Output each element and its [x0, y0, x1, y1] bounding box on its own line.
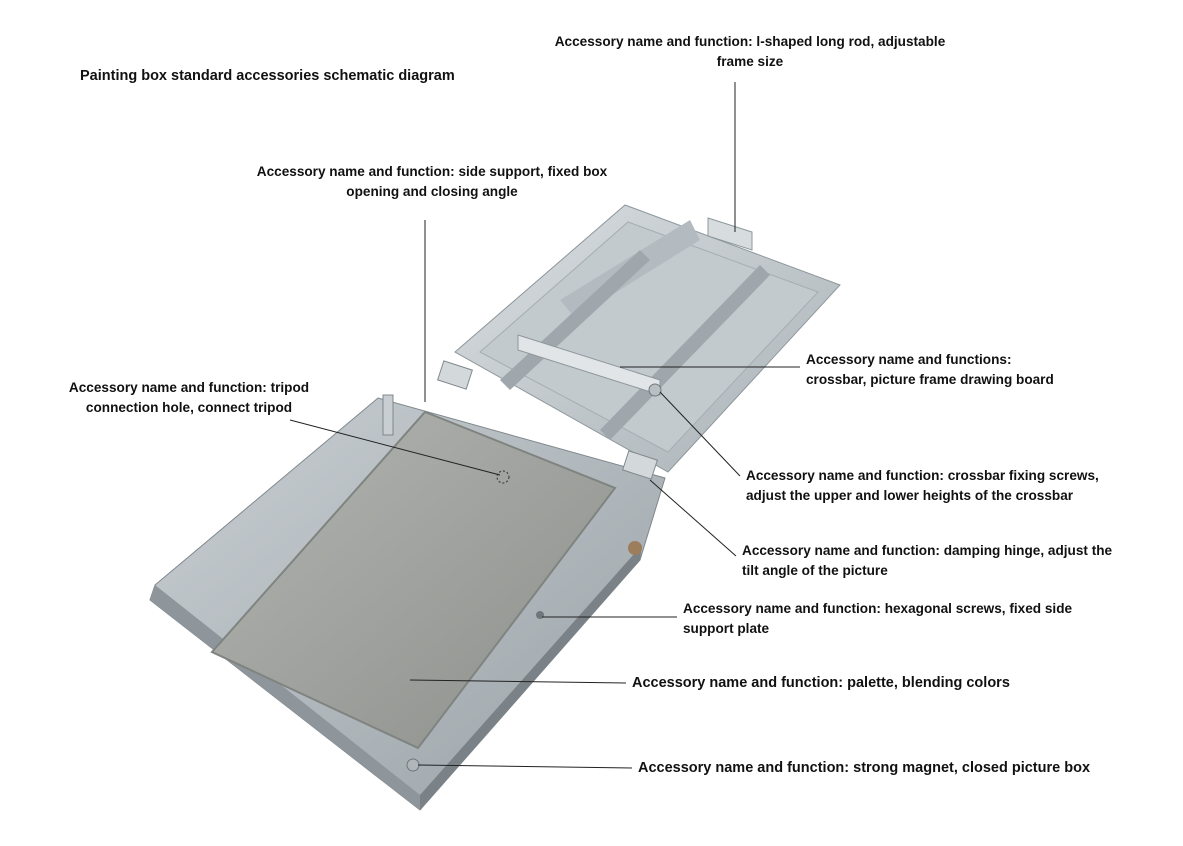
callout-line: tilt angle of the picture: [742, 563, 888, 578]
callout-crossbar-screws: Accessory name and function: crossbar fi…: [746, 466, 1099, 506]
crossbar-screw: [648, 383, 662, 397]
callout-line: connection hole, connect tripod: [85, 400, 293, 415]
leader-palette: [409, 679, 627, 684]
l-shaped-rod: [707, 217, 753, 251]
callout-line: Accessory name and function: side suppor…: [256, 164, 608, 179]
callout-line: crossbar, picture frame drawing board: [806, 372, 1054, 387]
palette-tray: [210, 410, 617, 750]
knob: [628, 541, 642, 555]
callout-line: Accessory name and function: strong magn…: [638, 760, 1091, 776]
damping-hinge: [622, 450, 658, 480]
crossbar: [517, 334, 661, 396]
callout-line: opening and closing angle: [346, 184, 518, 199]
callout-line: Accessory name and function: crossbar fi…: [746, 468, 1099, 483]
callout-crossbar: Accessory name and functions: crossbar, …: [806, 350, 1054, 390]
box-base: [149, 360, 666, 811]
diagram-title: Painting box standard accessories schema…: [80, 68, 455, 84]
callout-palette: Accessory name and function: palette, bl…: [632, 673, 1010, 693]
callout-hex-screws: Accessory name and function: hexagonal s…: [683, 599, 1072, 639]
callout-line: support plate: [683, 621, 770, 636]
hex-screw: [536, 611, 544, 619]
callout-line: Accessory name and function: l-shaped lo…: [554, 34, 946, 49]
leader-damping-hinge: [649, 479, 737, 557]
magnet: [406, 758, 420, 772]
callout-line: adjust the upper and lower heights of th…: [746, 488, 1074, 503]
tripod-hole-marker: [496, 470, 510, 484]
callout-line: Accessory name and function: hexagonal s…: [683, 601, 1073, 616]
rail-slot: [600, 265, 770, 440]
callout-line: Accessory name and function: palette, bl…: [632, 675, 1010, 691]
leader-lines: [289, 82, 800, 769]
leader-tripod: [289, 419, 501, 476]
callout-line: Accessory name and functions:: [806, 352, 1012, 367]
callout-magnet: Accessory name and function: strong magn…: [638, 758, 1090, 778]
damping-hinge: [437, 360, 473, 390]
callout-line: frame size: [716, 54, 784, 69]
callout-side-support: Accessory name and function: side suppor…: [257, 162, 607, 202]
leader-magnet: [417, 764, 633, 769]
side-support: [382, 394, 394, 436]
callout-tripod: Accessory name and function: tripod conn…: [69, 378, 309, 418]
callout-damping-hinge: Accessory name and function: damping hin…: [742, 541, 1112, 581]
leader-crossbar-screws: [659, 391, 741, 477]
callout-line: Accessory name and function: tripod: [68, 380, 310, 395]
box-lid: [454, 204, 841, 473]
callout-l-rod: Accessory name and function: l-shaped lo…: [555, 32, 946, 72]
callout-line: Accessory name and function: damping hin…: [742, 543, 1113, 558]
